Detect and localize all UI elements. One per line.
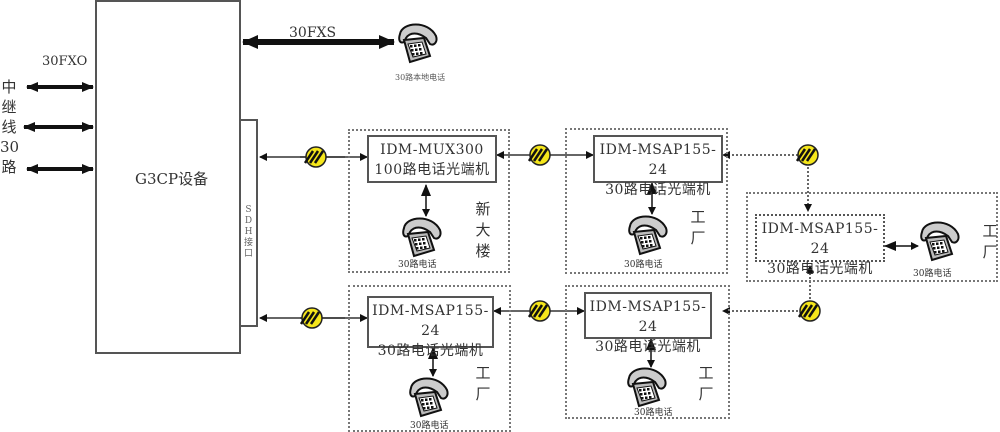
- device-desc: 30路电话光端机: [377, 343, 484, 359]
- phone-icon: [628, 215, 668, 256]
- device-model: IDM-MSAP155-24: [599, 142, 717, 178]
- device-model: IDM-MSAP155-24: [372, 303, 489, 339]
- site-name-factory-1: 工 厂: [690, 208, 706, 247]
- phone-icon: [627, 367, 667, 408]
- site-factory-3: [746, 192, 998, 282]
- site-factory-2: [348, 285, 511, 432]
- device-model: IDM-MUX300: [380, 142, 484, 158]
- device-desc: 30路电话光端机: [767, 261, 873, 277]
- device-desc: 30路电话光端机: [605, 182, 711, 198]
- trunk-side-label: 中 继 线 30 路: [0, 78, 20, 176]
- site-new-building: [348, 129, 510, 273]
- phone-icon: [920, 221, 960, 262]
- sdh-interface-strip: [239, 119, 258, 327]
- device-model: IDM-MSAP155-24: [761, 221, 879, 257]
- device-idm-mux300[interactable]: IDM-MUX300 100路电话光端机: [367, 135, 497, 183]
- local-phone-label: 30路本地电话: [395, 73, 446, 82]
- phone-label-factory-3: 30路电话: [913, 269, 952, 279]
- phone-icon: [402, 217, 442, 258]
- device-model: IDM-MSAP155-24: [589, 299, 707, 335]
- fiber-node-icon: [527, 144, 551, 166]
- fiber-node-icon: [303, 146, 327, 168]
- site-name-factory-4: 工 厂: [698, 364, 714, 403]
- trunk-label: 30FXO: [42, 54, 88, 69]
- site-name-factory-3: 工 厂: [982, 222, 998, 261]
- phone-label-factory-2: 30路电话: [410, 421, 449, 431]
- phone-label-factory-4: 30路电话: [634, 408, 673, 418]
- main-device-label: G3CP设备: [135, 170, 209, 188]
- fiber-node-icon: [527, 300, 551, 322]
- device-desc: 100路电话光端机: [374, 162, 490, 178]
- device-factory-1[interactable]: IDM-MSAP155-24 30路电话光端机: [593, 135, 723, 198]
- fiber-node-icon: [797, 300, 821, 322]
- site-factory-4: [565, 285, 730, 419]
- fiber-node-icon: [299, 307, 323, 329]
- phone-label-new-building: 30路电话: [398, 260, 437, 270]
- sdh-interface-label: S D H 接 口: [243, 205, 253, 259]
- device-factory-2[interactable]: IDM-MSAP155-24 30路电话光端机: [367, 296, 494, 359]
- site-name-new-building: 新 大 楼: [475, 200, 491, 260]
- local-phone-icon: [398, 23, 438, 64]
- device-desc: 30路电话光端机: [595, 339, 701, 355]
- fxs-label: 30FXS: [289, 25, 337, 41]
- site-name-factory-2: 工 厂: [475, 364, 491, 403]
- phone-icon: [409, 377, 449, 418]
- phone-label-factory-1: 30路电话: [624, 260, 663, 270]
- device-factory-4[interactable]: IDM-MSAP155-24 30路电话光端机: [584, 292, 712, 355]
- fiber-node-icon: [795, 144, 819, 166]
- device-factory-3[interactable]: IDM-MSAP155-24 30路电话光端机: [755, 214, 885, 277]
- site-factory-1: [565, 128, 728, 274]
